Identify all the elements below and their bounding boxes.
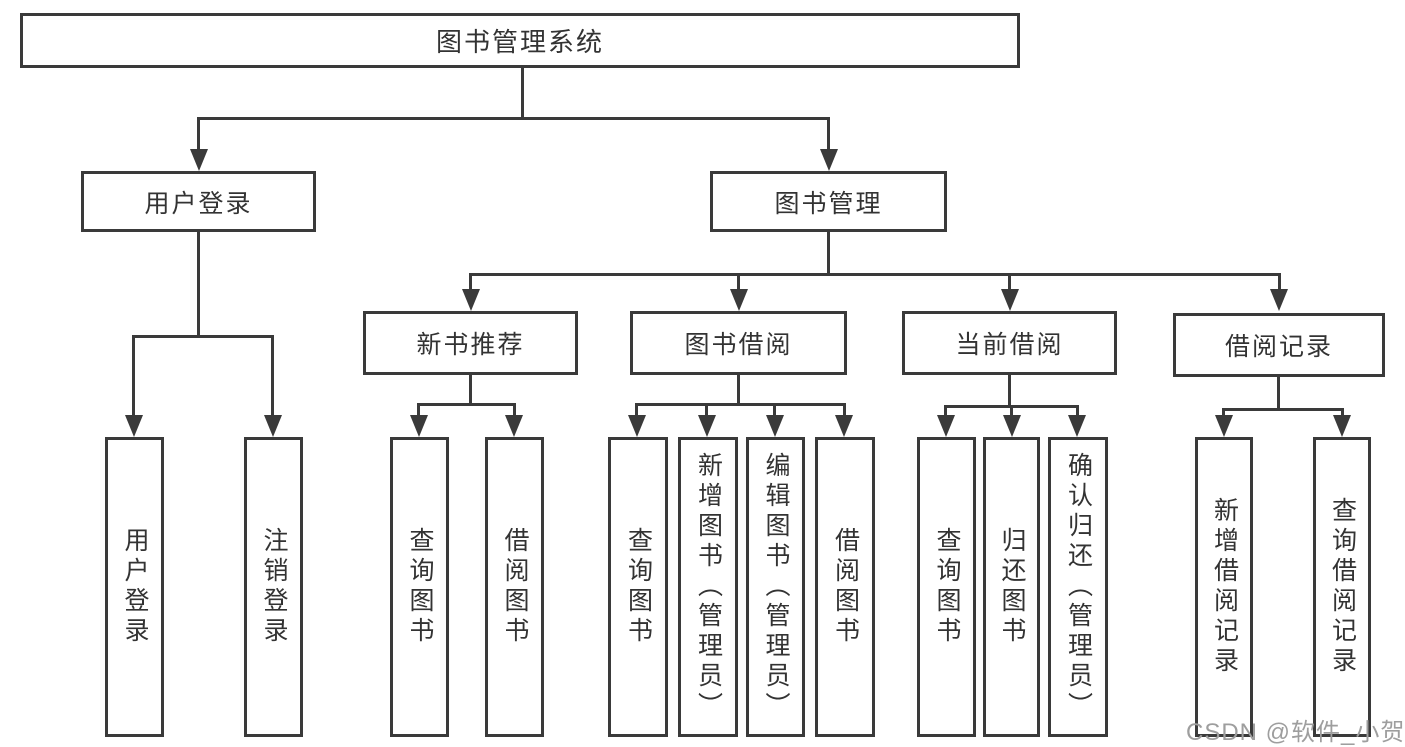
node-root: 图书管理系统	[20, 13, 1020, 68]
node-borrowing-records: 借阅记录	[1173, 313, 1385, 377]
vline	[513, 403, 516, 417]
node-leaf-return-books: 归还图书	[983, 437, 1040, 737]
node-label: 查询图书	[624, 527, 653, 647]
arrow-down-icon	[1215, 415, 1233, 437]
vline	[521, 68, 524, 117]
node-leaf-confirm-return-admin: 确认归还（管理员）	[1048, 437, 1108, 737]
hline	[197, 117, 830, 120]
vline	[1341, 408, 1344, 417]
node-label: 借阅记录	[1224, 333, 1333, 361]
node-label: 编辑图书（管理员）	[762, 452, 790, 722]
hline	[417, 403, 516, 406]
node-book-borrowing: 图书借阅	[630, 311, 847, 375]
arrow-down-icon	[820, 149, 838, 171]
vline	[843, 403, 846, 417]
node-leaf-borrow-books-recommend: 借阅图书	[485, 437, 544, 737]
vline	[1010, 405, 1013, 417]
vline	[827, 117, 830, 151]
arrow-down-icon	[462, 289, 480, 311]
node-label: 新增图书（管理员）	[694, 452, 723, 722]
vline	[944, 405, 947, 417]
node-book-management: 图书管理	[710, 171, 947, 232]
vline	[1222, 408, 1225, 417]
hline	[635, 403, 846, 406]
node-label: 图书管理	[774, 189, 883, 218]
arrow-down-icon	[410, 415, 428, 437]
vline	[1008, 273, 1011, 291]
node-leaf-query-borrow-record: 查询借阅记录	[1313, 437, 1371, 737]
node-label: 用户登录	[121, 527, 149, 647]
arrow-down-icon	[264, 415, 282, 437]
node-label: 新增借阅记录	[1210, 497, 1239, 677]
vline	[635, 403, 638, 417]
arrow-down-icon	[1068, 415, 1086, 437]
hline	[132, 335, 274, 338]
vline	[469, 375, 472, 403]
arrow-down-icon	[698, 415, 716, 437]
arrow-down-icon	[835, 415, 853, 437]
node-label: 查询图书	[933, 527, 961, 647]
node-leaf-add-book-admin: 新增图书（管理员）	[678, 437, 738, 737]
node-leaf-edit-book-admin: 编辑图书（管理员）	[746, 437, 805, 737]
vline	[1076, 405, 1079, 417]
hline	[1222, 408, 1344, 411]
node-root-label: 图书管理系统	[435, 27, 604, 57]
node-leaf-borrow-books-borrowing: 借阅图书	[815, 437, 875, 737]
arrow-down-icon	[766, 415, 784, 437]
node-leaf-logout: 注销登录	[244, 437, 303, 737]
node-new-book-recommend: 新书推荐	[363, 311, 578, 375]
vline	[197, 117, 200, 151]
node-leaf-user-login: 用户登录	[105, 437, 164, 737]
node-label: 确认归还（管理员）	[1064, 452, 1093, 722]
node-leaf-query-books-borrowing: 查询图书	[608, 437, 668, 737]
vline	[1278, 273, 1281, 291]
watermark: CSDN @软件_小贺同学	[1186, 719, 1405, 746]
arrow-down-icon	[937, 415, 955, 437]
node-label: 借阅图书	[501, 527, 529, 647]
hline	[469, 273, 1281, 276]
node-leaf-add-borrow-record: 新增借阅记录	[1195, 437, 1253, 737]
vline	[773, 403, 776, 417]
node-label: 用户登录	[144, 189, 253, 218]
node-label: 借阅图书	[831, 527, 860, 647]
arrow-down-icon	[125, 415, 143, 437]
arrow-down-icon	[1001, 289, 1019, 311]
node-label: 查询图书	[406, 527, 434, 647]
node-label: 新书推荐	[416, 331, 525, 359]
vline	[271, 335, 274, 417]
arrow-down-icon	[190, 149, 208, 171]
vline	[417, 403, 420, 417]
vline	[1277, 377, 1280, 408]
vline	[737, 273, 740, 291]
arrow-down-icon	[1003, 415, 1021, 437]
node-user-login: 用户登录	[81, 171, 316, 232]
arrow-down-icon	[1270, 289, 1288, 311]
arrow-down-icon	[730, 289, 748, 311]
arrow-down-icon	[505, 415, 523, 437]
node-label: 查询借阅记录	[1328, 497, 1357, 677]
vline	[705, 403, 708, 417]
node-label: 图书借阅	[684, 331, 793, 359]
vline	[737, 375, 740, 403]
vline	[469, 273, 472, 291]
vline	[827, 232, 830, 273]
vline	[1008, 375, 1011, 405]
node-label: 注销登录	[260, 527, 288, 647]
arrow-down-icon	[628, 415, 646, 437]
vline	[197, 232, 200, 335]
node-leaf-query-books-current: 查询图书	[917, 437, 976, 737]
node-current-borrowing: 当前借阅	[902, 311, 1117, 375]
node-label: 归还图书	[998, 527, 1026, 647]
node-label: 当前借阅	[955, 331, 1064, 359]
arrow-down-icon	[1333, 415, 1351, 437]
vline	[132, 335, 135, 417]
node-leaf-query-books-recommend: 查询图书	[390, 437, 449, 737]
